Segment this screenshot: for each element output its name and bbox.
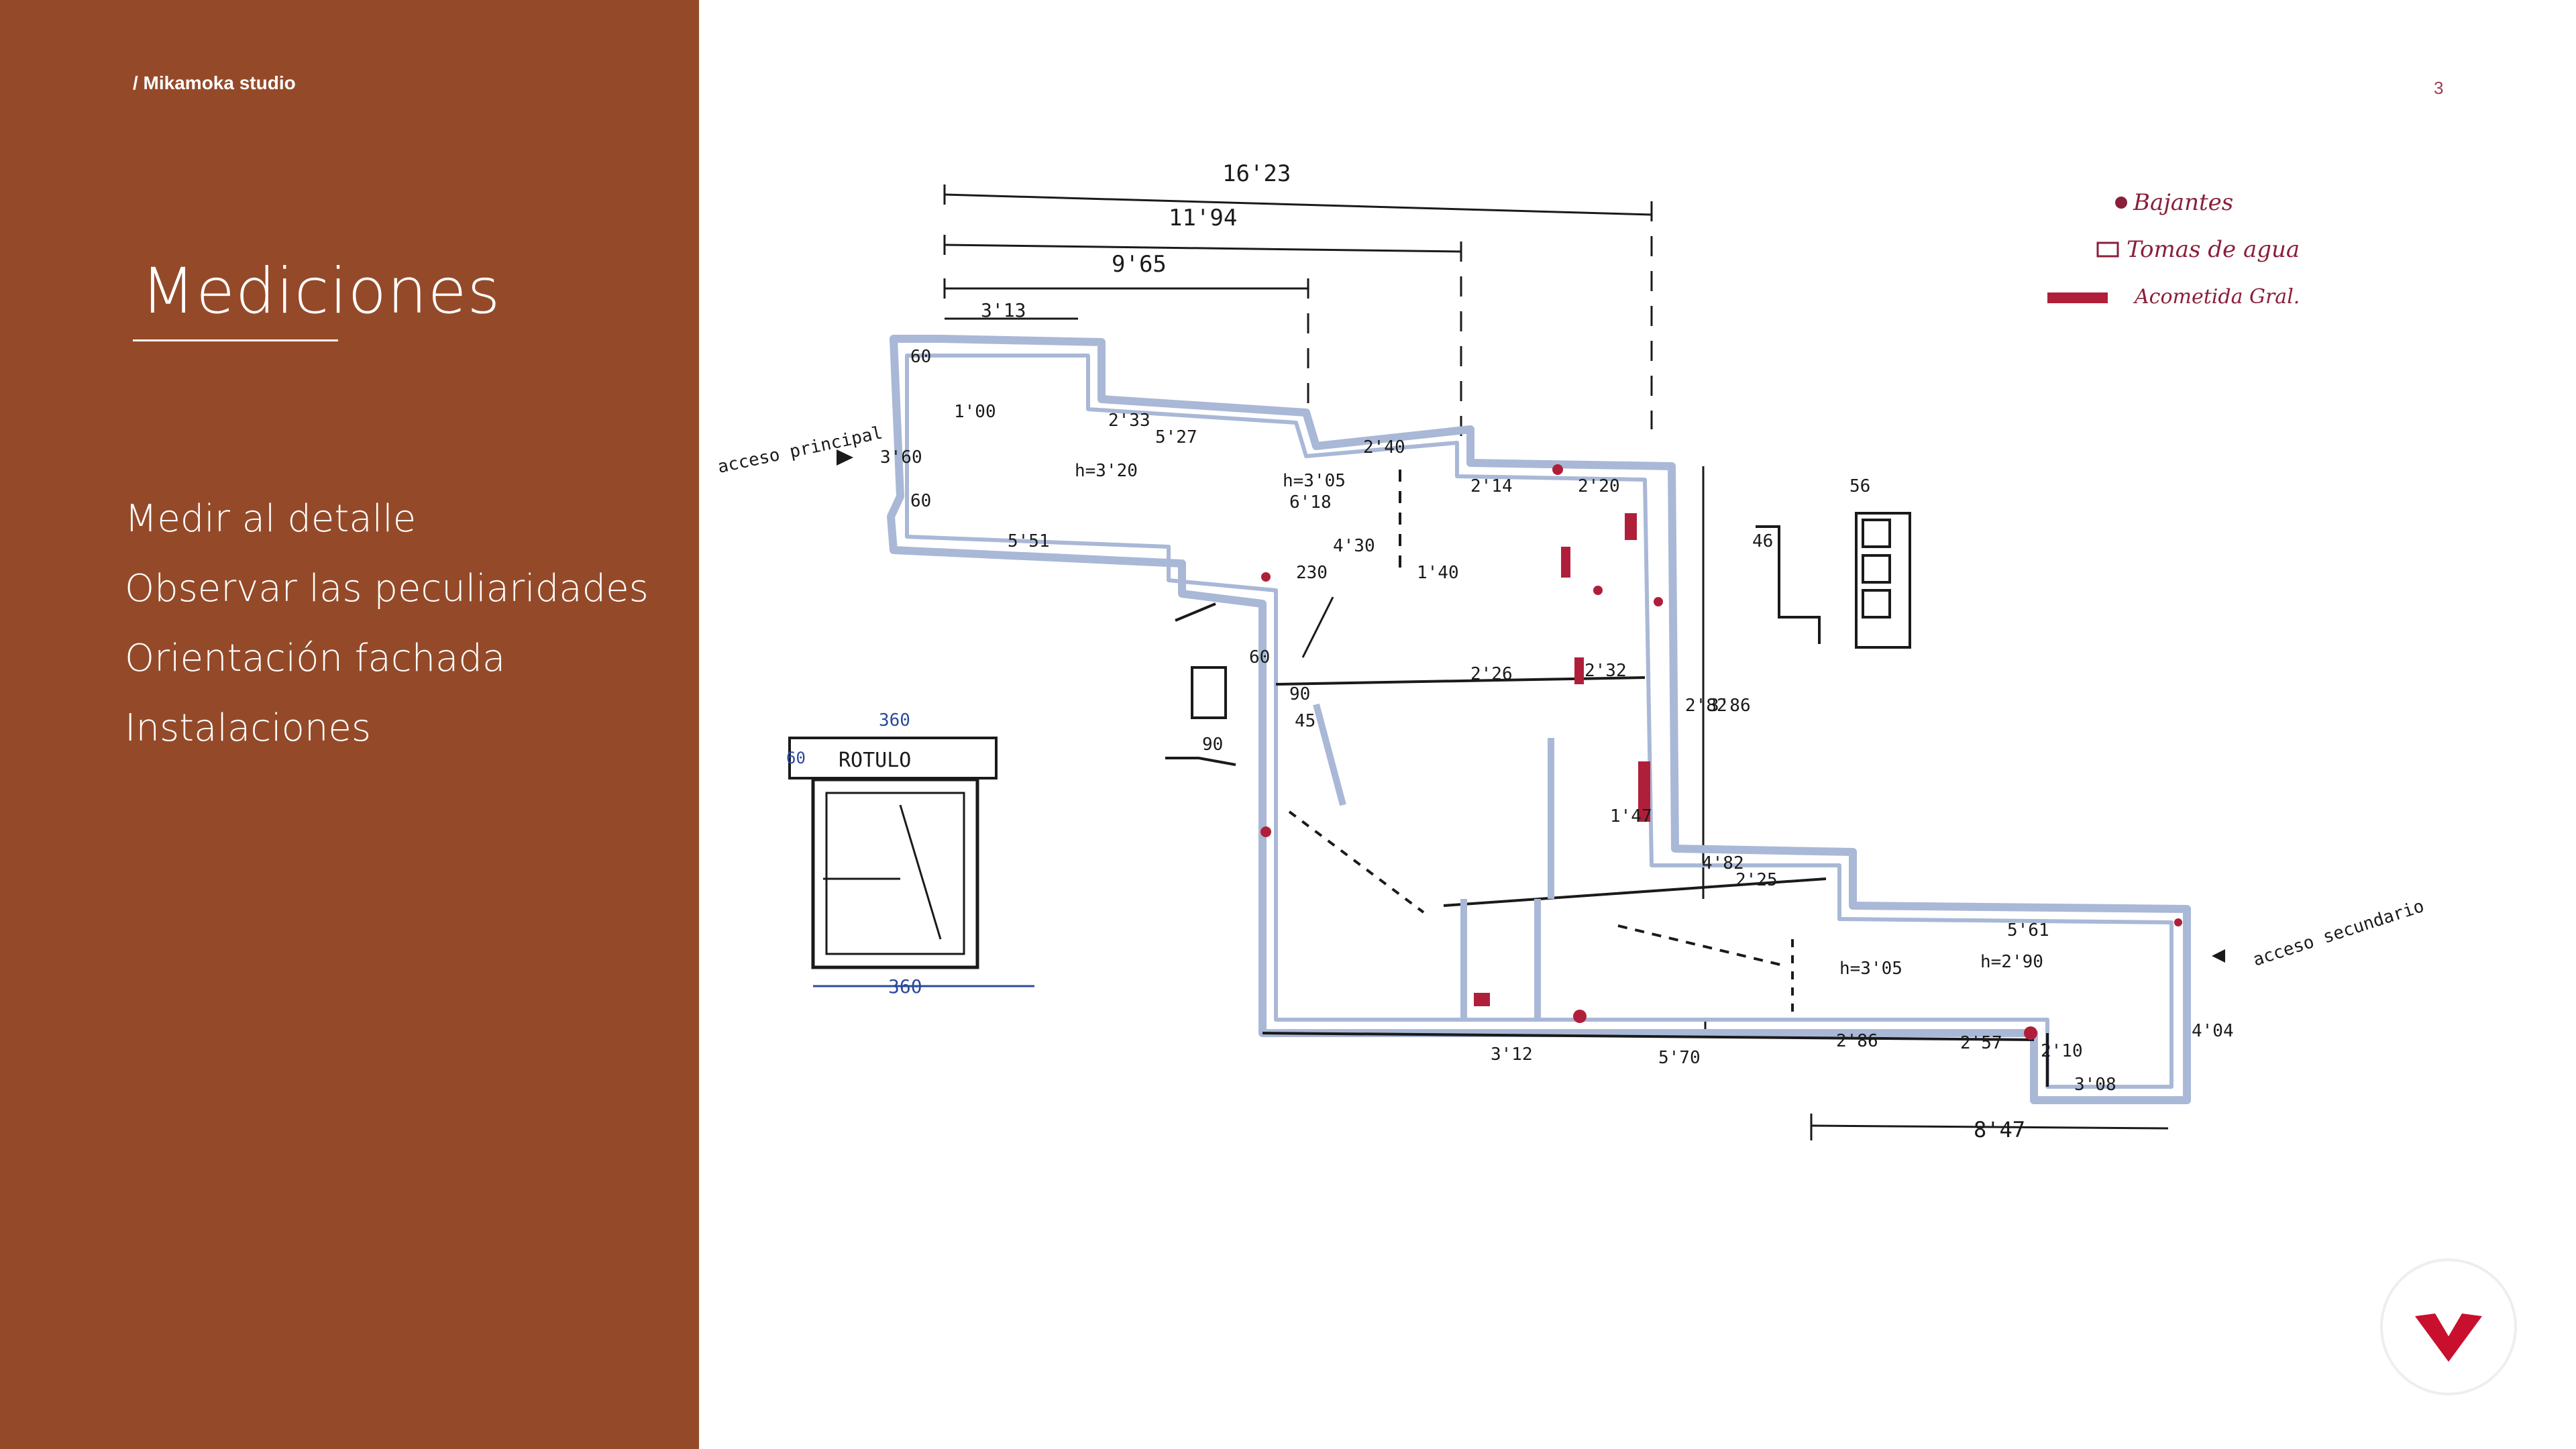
dim-label: 5'61 [2007, 920, 2049, 941]
dim-label: 3'60 [880, 447, 922, 468]
dim-label: 1'47 [1610, 806, 1652, 826]
dim-label: h=3'05 [1839, 959, 1902, 979]
dim-label: 2'20 [1578, 476, 1620, 496]
dim-label: 2'25 [1735, 870, 1778, 890]
dim-label: 3'08 [2074, 1075, 2116, 1095]
dim-label: 230 [1296, 563, 1328, 583]
interior-lines [1262, 470, 2049, 1087]
dim-label: 2'32 [1585, 661, 1627, 681]
dim-label: 5'27 [1155, 427, 1197, 447]
main-access-arrow [837, 449, 853, 466]
dimension-lines [943, 184, 2169, 1140]
studio-name: / Mikamoka studio [133, 72, 296, 93]
dim-label: 46 [1752, 531, 1773, 551]
dim-label: 5'51 [1008, 531, 1050, 551]
sign-height: 60 [786, 749, 806, 767]
dim-label: 45 [1295, 711, 1316, 731]
page-title: Mediciones [141, 255, 501, 328]
sidebar: / Mikamoka studio Mediciones Medir al de… [0, 0, 699, 1449]
dim-label: 60 [910, 347, 931, 367]
dim-label: 56 [1849, 476, 1870, 496]
sign-sketch: ROTULO 360 360 60 [786, 710, 1034, 998]
legend-bajantes: Bajantes [2133, 189, 2233, 216]
dim-label: 90 [1289, 684, 1310, 704]
dim-label: 5'70 [1658, 1048, 1701, 1068]
dim-total: 16'23 [1222, 160, 1291, 187]
dim-label: 2'86 [1836, 1031, 1878, 1051]
title-underline [133, 339, 338, 341]
dim-label: 90 [1202, 735, 1223, 755]
legend-acometida: Acometida Gral. [2133, 285, 2300, 309]
dim-label: 2'26 [1470, 664, 1513, 684]
legend-tomas: Tomas de agua [2127, 236, 2300, 263]
toma-legend-icon [2096, 241, 2119, 258]
floor-plan-sketch: ROTULO 360 360 60 16'23 11'94 9'65 3'13 … [716, 160, 2426, 1142]
access-labels: acceso principal acceso secundario [716, 423, 2426, 970]
dim-label: 2'14 [1470, 476, 1513, 496]
dim-label: 60 [1249, 647, 1270, 667]
rotulo-label: ROTULO [839, 749, 911, 772]
topic-item: Instalaciones [125, 706, 372, 750]
brand-logo-icon [2415, 1313, 2482, 1362]
acometida-legend-icon [2047, 292, 2108, 303]
sign-width-top: 360 [879, 710, 910, 731]
detail-sketches [1165, 512, 1911, 766]
topic-list: Medir al detalle Observar las peculiarid… [125, 484, 649, 763]
secondary-access-arrow [2212, 949, 2225, 963]
topic-item: Medir al detalle [125, 497, 417, 541]
dim-label: h=2'90 [1980, 952, 2043, 972]
installation-markers [1260, 464, 2182, 1040]
legend: Bajantes Tomas de agua Acometida Gral. [2047, 189, 2300, 309]
dim-label: 3'86 [1709, 696, 1751, 716]
dim-label: 4'30 [1333, 536, 1375, 556]
dim-9-65: 9'65 [1112, 251, 1167, 278]
main-access-label: acceso principal [716, 423, 884, 477]
dim-label: 4'82 [1702, 853, 1744, 873]
misc-dimensions: 3'60 60 60 1'00 2'33 5'27 2'40 h=3'20 h=… [880, 347, 2234, 1142]
dim-label: 8'47 [1974, 1117, 2025, 1142]
dimension-labels: 16'23 11'94 9'65 3'13 [981, 160, 1291, 321]
sign-width-bottom: 360 [888, 975, 922, 998]
dim-label: 1'00 [954, 402, 996, 422]
dim-label: 2'57 [1960, 1033, 2002, 1053]
dim-3-13: 3'13 [981, 299, 1026, 321]
page-number: 3 [2434, 78, 2444, 98]
dim-label: 3'12 [1491, 1044, 1533, 1065]
dim-label: 1'40 [1417, 563, 1459, 583]
dim-label: 2'10 [2041, 1041, 2083, 1061]
walls [887, 335, 2191, 1104]
dim-label: 2'82 [1685, 696, 1727, 716]
dim-label: 4'04 [2192, 1021, 2234, 1041]
dim-label: 6'18 [1289, 492, 1332, 513]
dim-11-94: 11'94 [1169, 205, 1237, 231]
dim-label: 2'33 [1108, 411, 1150, 431]
topic-item: Orientación fachada [125, 637, 506, 680]
dim-label: h=3'20 [1075, 461, 1138, 481]
topic-item: Observar las peculiaridades [125, 567, 649, 610]
brand-badge[interactable] [2383, 1261, 2514, 1393]
dim-label: 60 [910, 491, 931, 511]
bajante-legend-icon [2115, 197, 2127, 209]
secondary-access-label: acceso secundario [2251, 896, 2426, 971]
dim-label: h=3'05 [1283, 471, 1346, 491]
dim-label: 2'40 [1363, 437, 1405, 458]
